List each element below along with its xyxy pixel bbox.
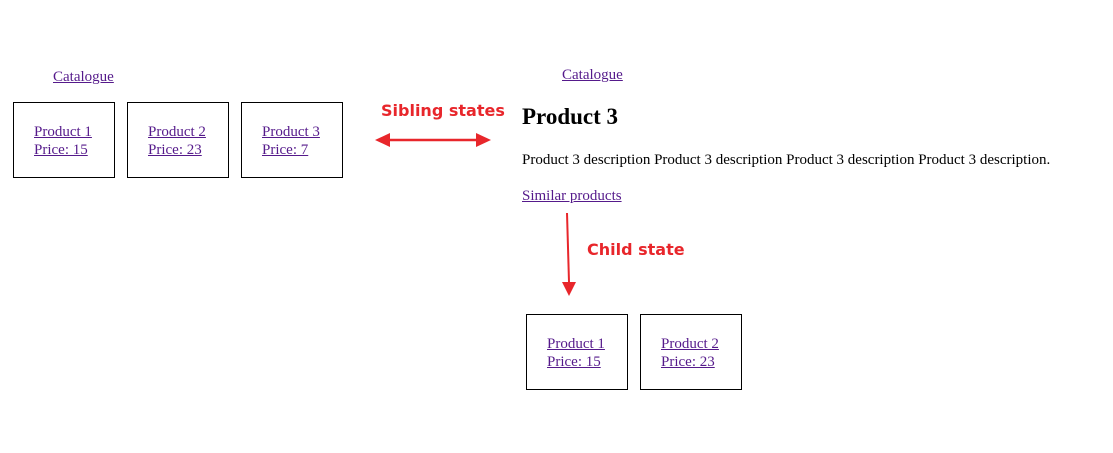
product-card-3[interactable]: Product 3 Price: 7 [241, 102, 343, 178]
product-price-link[interactable]: Price: 23 [148, 142, 202, 158]
product-name-link[interactable]: Product 1 [34, 124, 92, 140]
similar-product-card-2[interactable]: Product 2 Price: 23 [640, 314, 742, 390]
catalogue-link-right[interactable]: Catalogue [562, 67, 623, 83]
sibling-arrow-icon [375, 133, 491, 147]
product-card-1[interactable]: Product 1 Price: 15 [13, 102, 115, 178]
product-title: Product 3 [522, 104, 619, 129]
product-price-link[interactable]: Price: 7 [262, 142, 309, 158]
child-arrow-icon [562, 212, 576, 296]
product-name-link[interactable]: Product 2 [148, 124, 206, 140]
product-card-2[interactable]: Product 2 Price: 23 [127, 102, 229, 178]
product-name-link[interactable]: Product 1 [547, 336, 605, 352]
child-state-label: Child state [587, 240, 685, 259]
catalogue-link-left[interactable]: Catalogue [53, 69, 114, 85]
similar-product-card-1[interactable]: Product 1 Price: 15 [526, 314, 628, 390]
product-price-link[interactable]: Price: 15 [34, 142, 88, 158]
product-description: Product 3 description Product 3 descript… [522, 152, 1051, 168]
sibling-states-label: Sibling states [381, 101, 505, 120]
product-name-link[interactable]: Product 2 [661, 336, 719, 352]
product-price-link[interactable]: Price: 15 [547, 354, 601, 370]
similar-products-link[interactable]: Similar products [522, 188, 622, 204]
product-name-link[interactable]: Product 3 [262, 124, 320, 140]
product-price-link[interactable]: Price: 23 [661, 354, 715, 370]
